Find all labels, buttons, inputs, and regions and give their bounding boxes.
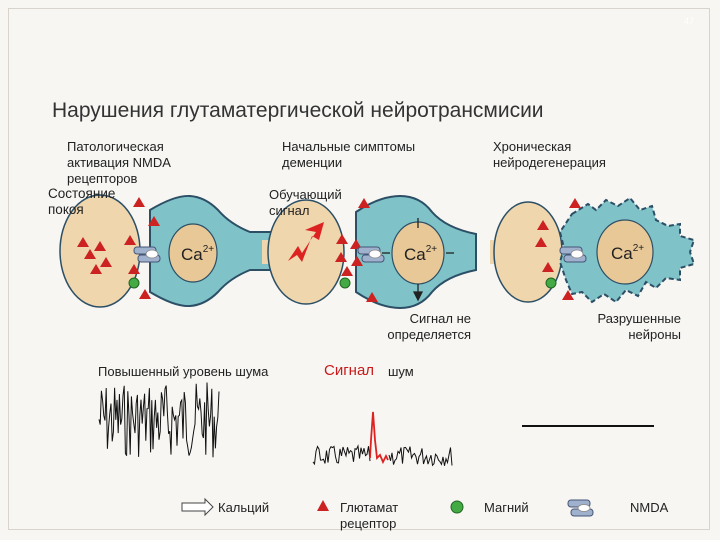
- signal-word: Сигнал: [324, 362, 375, 379]
- magnesium-ion: [545, 277, 557, 289]
- glutamate-triangle: [100, 257, 112, 267]
- glutamate-triangle: [341, 266, 353, 276]
- destroyed-neurons-label: Разрушенные нейроны: [597, 311, 681, 342]
- magnesium-icon: [450, 500, 464, 514]
- chronic-neurodegeneration-heading: Хроническая нейродегенерация: [493, 139, 606, 170]
- signal-not-detected-label: Сигнал не определяется: [387, 311, 471, 342]
- slide-title: Нарушения глутаматергической нейротрансм…: [52, 99, 544, 122]
- glutamate-triangle: [77, 237, 89, 247]
- glutamate-triangle: [358, 198, 370, 208]
- noise-trace-high: [98, 382, 220, 458]
- calcium-channel: [168, 223, 218, 283]
- glutamate-triangle: [537, 220, 549, 230]
- glutamate-triangle: [336, 234, 348, 244]
- resting-state-label: Состояние покоя: [48, 186, 116, 217]
- glutamate-triangle: [569, 198, 581, 208]
- glutamate-triangle: [335, 252, 347, 262]
- legend-calcium-label: Кальций: [218, 500, 270, 515]
- noise-trace-left: [312, 444, 371, 466]
- glutamate-triangle: [562, 290, 574, 300]
- glutamate-triangle: [128, 264, 140, 274]
- glutamate-triangle: [94, 241, 106, 251]
- panel-pathological-activation: Ca2+: [59, 194, 275, 308]
- calcium-arrow-icon: [181, 497, 214, 517]
- glutamate-triangle-icon: [317, 500, 329, 511]
- glutamate-triangle: [133, 197, 145, 207]
- learning-signal-label: Обучающий сигнал: [269, 187, 342, 218]
- magnesium-ion: [128, 277, 140, 289]
- initial-symptoms-heading: Начальные симптомы деменции: [282, 139, 416, 170]
- glutamate-triangle: [139, 289, 151, 299]
- panel-initial-symptoms: Ca2+: [262, 194, 477, 310]
- increased-noise-label: Повышенный уровень шума: [98, 364, 269, 379]
- calcium-channel: [596, 219, 654, 285]
- nmda-receptor: [559, 246, 587, 263]
- glutamate-triangle: [542, 262, 554, 272]
- calcium-ion-label: Ca2+: [611, 243, 644, 263]
- nmda-receptor: [357, 246, 385, 263]
- slide-frame: [8, 8, 710, 530]
- slide-number: 47: [684, 16, 695, 26]
- glutamate-triangle: [351, 256, 363, 266]
- nmda-receptor: [133, 246, 161, 263]
- learning-signal-bolt: [288, 222, 324, 262]
- panel-chronic-neurodegeneration: Ca2+: [490, 196, 696, 427]
- calcium-ion-label: Ca2+: [404, 244, 437, 264]
- glutamate-triangle: [350, 239, 362, 249]
- glutamate-triangle: [84, 249, 96, 259]
- signal-spike: [369, 411, 389, 465]
- glutamate-triangle: [90, 264, 102, 274]
- legend-magnesium-label: Магний: [484, 500, 529, 515]
- pathological-activation-heading: Патологическая активация NMDA рецепторов: [67, 139, 171, 186]
- presynaptic-terminal: [267, 199, 345, 305]
- glutamate-triangle: [366, 292, 378, 302]
- calcium-ion-label: Ca2+: [181, 244, 214, 264]
- magnesium-ion: [339, 277, 351, 289]
- noise-trace-right: [388, 446, 453, 467]
- glutamate-triangle: [124, 235, 136, 245]
- legend-nmda-label: NMDA: [630, 500, 669, 515]
- glutamate-triangle: [148, 216, 160, 226]
- glutamate-triangle: [535, 237, 547, 247]
- noise-word: шум: [388, 364, 414, 379]
- legend-glutamate-label: Глютамат рецептор: [340, 500, 399, 531]
- nmda-icon: [567, 499, 594, 517]
- signal-arrows: [382, 218, 454, 302]
